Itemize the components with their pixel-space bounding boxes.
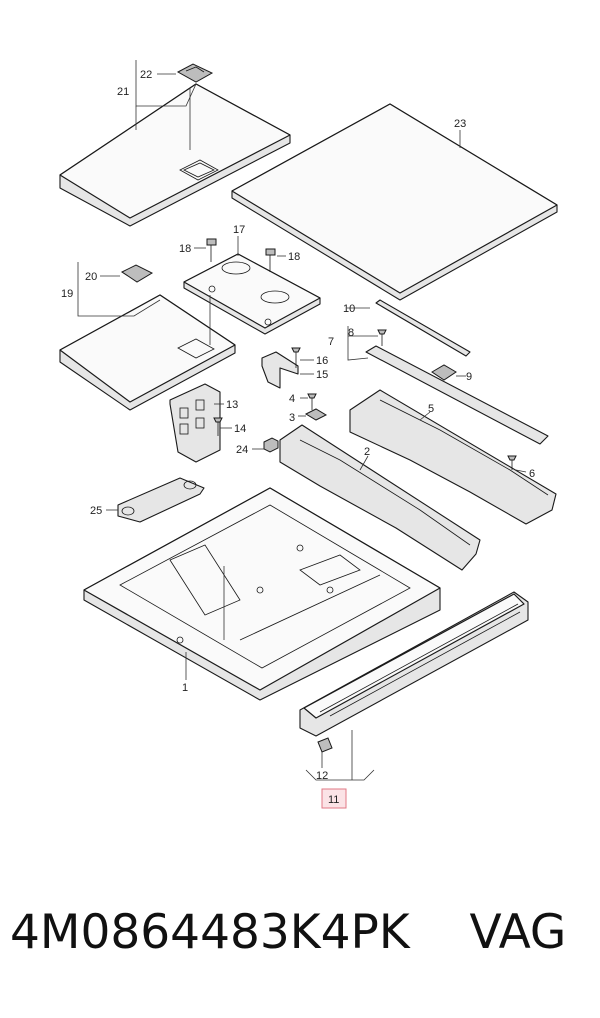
mounting-plate-17 <box>183 253 321 335</box>
bracket-15 <box>261 351 299 389</box>
callout-2: 2 <box>364 446 370 458</box>
parcel-shelf-lower <box>59 294 236 411</box>
callout-15: 15 <box>316 369 328 381</box>
callout-14: 14 <box>234 423 246 435</box>
exploded-parts-diagram: 1 2 3 4 5 6 7 8 9 10 11 12 13 14 15 16 1… <box>59 60 558 809</box>
shelf-cap-22 <box>176 63 214 83</box>
callout-5: 5 <box>428 403 434 415</box>
shelf-cap-20 <box>121 264 154 283</box>
bolt-18-right <box>265 248 276 272</box>
callout-11: 11 <box>328 794 339 806</box>
callout-8: 8 <box>348 327 354 339</box>
grommet-3 <box>304 408 328 421</box>
screw-4 <box>307 393 317 410</box>
callout-10: 10 <box>343 303 355 315</box>
callout-18-right: 18 <box>288 251 300 263</box>
callout-18-left: 18 <box>179 243 191 255</box>
part-number-caption: 4M0864483K4PK VAG <box>10 905 566 960</box>
leader-lines <box>77 60 527 781</box>
callout-9: 9 <box>466 371 472 383</box>
seal-strip-10 <box>375 299 471 357</box>
brand-name: VAG <box>469 905 567 960</box>
callout-23: 23 <box>454 118 466 130</box>
callout-21: 21 <box>117 86 129 98</box>
sill-strip-7 <box>365 345 549 445</box>
side-trim-2 <box>279 424 481 571</box>
floor-pan-1 <box>83 487 441 701</box>
callout-16: 16 <box>316 355 328 367</box>
callout-22: 22 <box>140 69 152 81</box>
callout-4: 4 <box>289 393 295 405</box>
rear-sill-panel-11 <box>299 591 529 737</box>
callout-3: 3 <box>289 412 295 424</box>
side-bracket-13 <box>169 383 221 463</box>
part-number: 4M0864483K4PK <box>10 905 410 960</box>
callout-17: 17 <box>233 224 245 236</box>
bolt-18-left <box>206 238 217 262</box>
clip-24 <box>263 437 279 453</box>
floor-mat-23 <box>231 103 558 301</box>
screw-16 <box>291 347 301 368</box>
callout-25: 25 <box>90 505 102 517</box>
cover-25 <box>117 477 205 523</box>
side-trim-5 <box>349 389 557 525</box>
callout-13: 13 <box>226 399 238 411</box>
callout-24: 24 <box>236 444 248 456</box>
callout-6: 6 <box>529 468 535 480</box>
callout-20: 20 <box>85 271 97 283</box>
callout-labels: 1 2 3 4 5 6 7 8 9 10 11 12 13 14 15 16 1… <box>61 69 535 806</box>
callout-highlight-box <box>321 788 347 809</box>
callout-1: 1 <box>182 682 188 694</box>
callout-7: 7 <box>328 336 334 348</box>
clip-9 <box>431 364 457 381</box>
clip-12 <box>317 737 333 753</box>
screw-14 <box>213 417 223 436</box>
screw-8 <box>377 329 387 346</box>
callout-19: 19 <box>61 288 73 300</box>
screw-6 <box>507 455 517 470</box>
callout-12: 12 <box>316 770 328 782</box>
